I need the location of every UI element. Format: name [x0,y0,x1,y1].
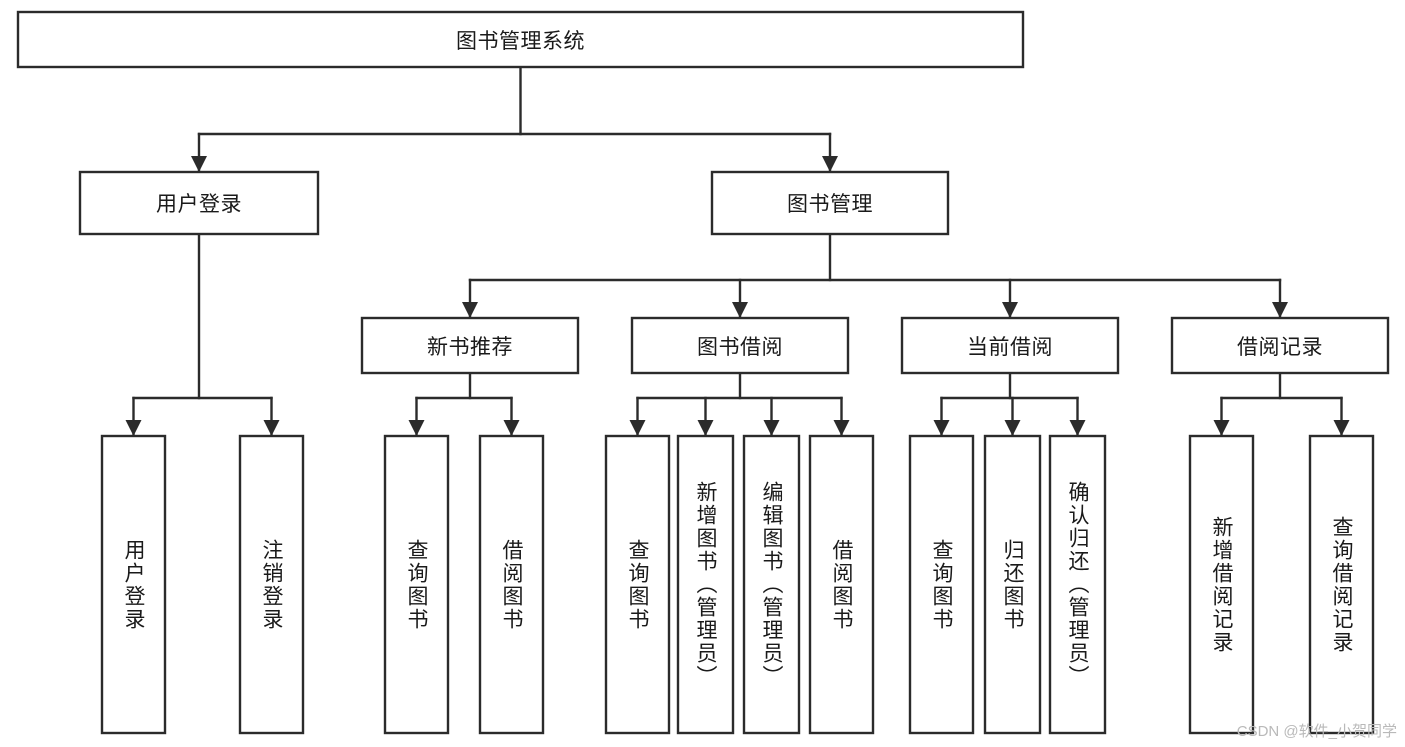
node-box-leaf-edit-book[interactable] [742,434,801,735]
arrow-head-leaf-add-book [697,420,714,436]
node-box-leaf-borrow-book-2[interactable] [808,434,875,735]
arrow-head-book-borrow [732,302,748,318]
node-box-book-borrow[interactable] [630,316,850,375]
arrow-head-leaf-query-book-2 [629,420,646,436]
node-box-user-login[interactable] [78,170,320,236]
arrow-head-leaf-logout [263,420,280,436]
arrow-head-leaf-query-book-3 [933,420,950,436]
arrow-head-leaf-return-book [1004,420,1021,436]
nodes-layer [16,10,1390,735]
edges-layer [125,65,1350,438]
arrow-head-leaf-borrow-book-1 [503,420,520,436]
arrow-head-leaf-borrow-book-2 [833,420,850,436]
arrow-head-current-borrow [1002,302,1018,318]
node-box-leaf-query-book-1[interactable] [383,434,450,735]
arrow-head-leaf-query-record [1333,420,1350,436]
arrow-head-leaf-confirm-return [1069,420,1086,436]
node-box-leaf-query-record[interactable] [1308,434,1375,735]
node-box-borrow-record[interactable] [1170,316,1390,375]
node-box-leaf-logout[interactable] [238,434,305,735]
node-box-leaf-return-book[interactable] [983,434,1042,735]
node-box-new-book-recommend[interactable] [360,316,580,375]
arrow-head-user-login [191,156,207,172]
watermark-text: CSDN @软件_小贺同学 [1236,723,1397,740]
node-box-leaf-add-book[interactable] [676,434,735,735]
arrow-head-leaf-query-book-1 [408,420,425,436]
node-box-leaf-confirm-return[interactable] [1048,434,1107,735]
node-box-leaf-add-record[interactable] [1188,434,1255,735]
arrow-head-new-book-recommend [462,302,478,318]
node-box-leaf-user-login[interactable] [100,434,167,735]
node-box-leaf-borrow-book-1[interactable] [478,434,545,735]
node-box-current-borrow[interactable] [900,316,1120,375]
arrow-head-leaf-user-login [125,420,142,436]
node-box-leaf-query-book-2[interactable] [604,434,671,735]
arrow-head-borrow-record [1272,302,1288,318]
node-box-root[interactable] [16,10,1025,69]
arrow-head-leaf-add-record [1213,420,1230,436]
arrow-head-leaf-edit-book [763,420,780,436]
node-box-leaf-query-book-3[interactable] [908,434,975,735]
node-box-book-manage[interactable] [710,170,950,236]
arrow-head-book-manage [822,156,838,172]
